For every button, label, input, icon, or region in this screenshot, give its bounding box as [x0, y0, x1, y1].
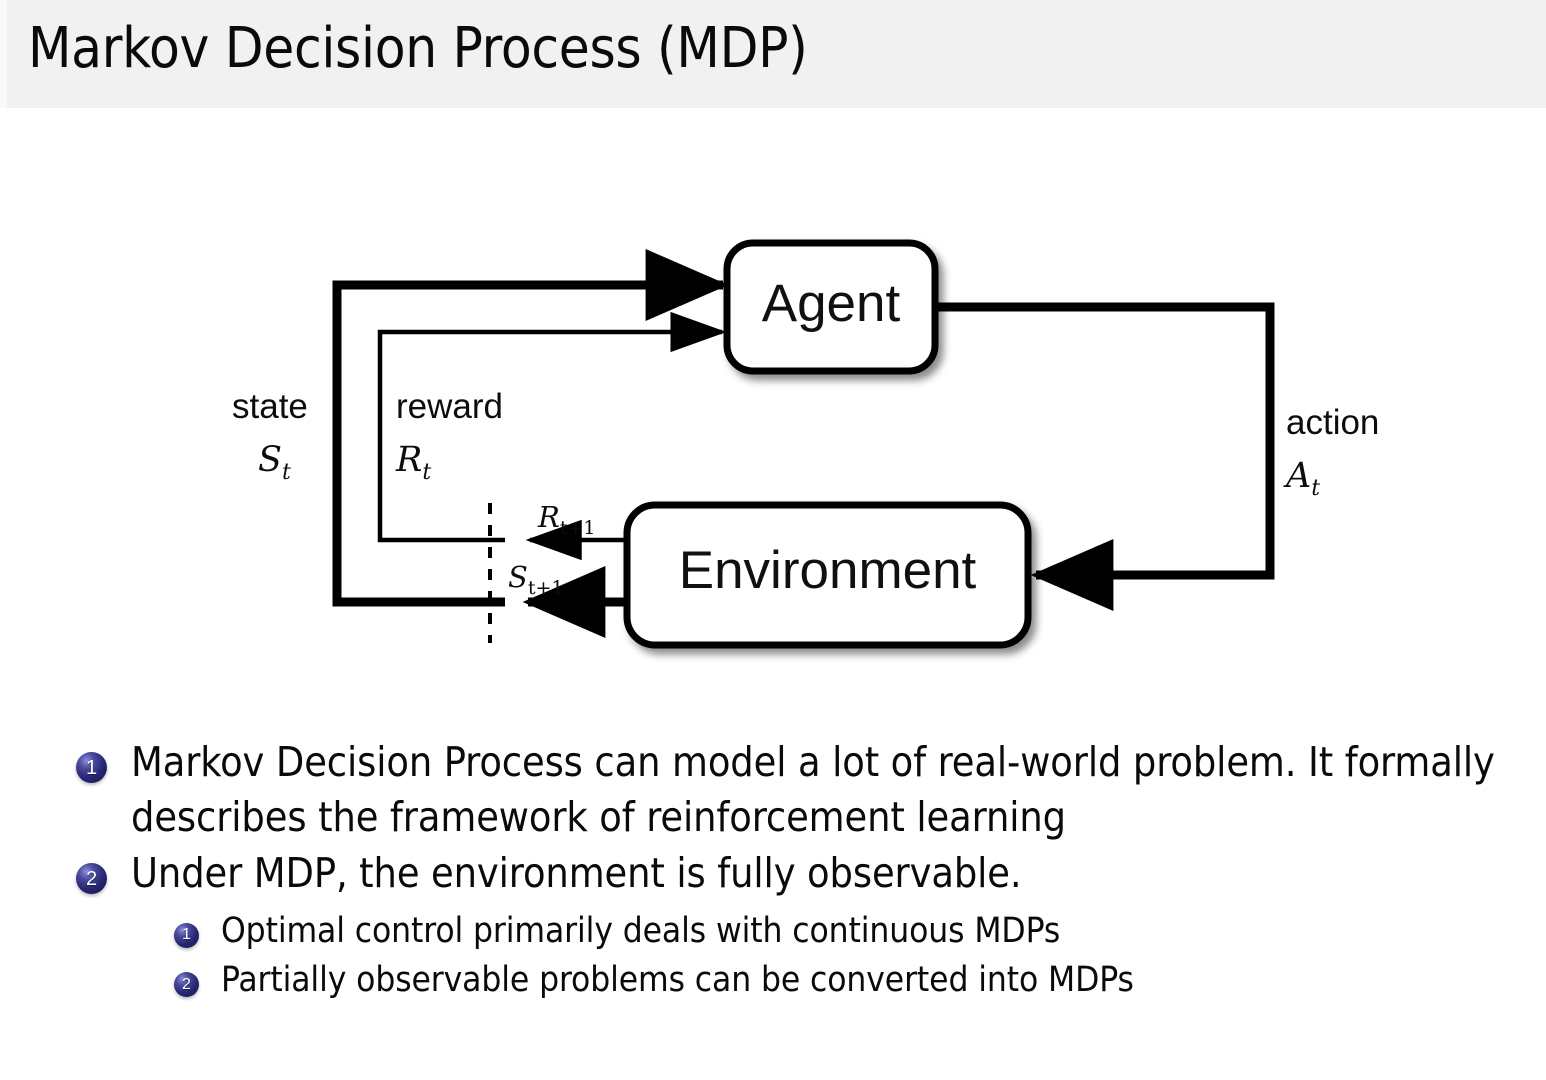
environment-box-label: Environment — [678, 541, 977, 600]
next-state-symbol-subscript: t+1 — [527, 576, 564, 599]
list-item: 1 Optimal control primarily deals with c… — [174, 909, 1546, 955]
bullet-text: Markov Decision Process can model a lot … — [131, 738, 1495, 841]
reward-label: reward — [396, 387, 503, 426]
agent-environment-diagram: Agent Environment state St reward Rt act… — [0, 108, 1546, 708]
sub-bullet-text: Optimal control primarily deals with con… — [221, 910, 1061, 951]
next-reward-symbol-letter: R — [538, 500, 560, 534]
reward-symbol-letter: R — [396, 440, 423, 480]
diagram-canvas — [332, 239, 1275, 649]
reward-symbol-subscript: t — [422, 460, 432, 485]
bullet-badge-2: 2 — [76, 863, 107, 895]
action-symbol-label: At — [1286, 456, 1320, 501]
state-symbol-label: St — [258, 440, 291, 485]
state-symbol-letter: S — [258, 440, 282, 480]
sub-bullet-badge-1: 1 — [174, 922, 199, 948]
agent-box-label: Agent — [761, 274, 901, 333]
action-symbol-subscript: t — [1311, 476, 1321, 501]
sub-bullet-text: Partially observable problems can be con… — [221, 960, 1134, 1001]
action-path — [935, 302, 1275, 611]
state-feedback-path — [332, 249, 729, 607]
environment-box-shape — [623, 501, 1032, 649]
sub-bullet-badge-2: 2 — [174, 972, 199, 998]
list-item: 2 Partially observable problems can be c… — [174, 958, 1546, 1004]
list-item: 2 Under MDP, the environment is fully ob… — [76, 846, 1546, 901]
next-state-symbol-label: St+1 — [508, 560, 564, 599]
list-item: 1 Markov Decision Process can model a lo… — [76, 735, 1546, 844]
next-state-symbol-letter: S — [508, 560, 528, 594]
reward-symbol-label: Rt — [396, 440, 431, 485]
next-reward-symbol-subscript: t+1 — [559, 516, 596, 539]
state-label: state — [232, 387, 308, 426]
reward-feedback-path — [377, 311, 727, 543]
next-reward-symbol-label: Rt+1 — [538, 500, 596, 539]
action-symbol-letter: A — [1286, 456, 1312, 496]
state-symbol-subscript: t — [281, 460, 291, 485]
slide-header: Markov Decision Process (MDP) — [0, 0, 1546, 108]
bullet-badge-1: 1 — [76, 752, 107, 783]
page-title: Markov Decision Process (MDP) — [28, 16, 808, 81]
bullet-list: 1 Markov Decision Process can model a lo… — [0, 735, 1546, 1004]
bullet-text: Under MDP, the environment is fully obse… — [131, 849, 1022, 898]
header-left-accent-strip — [0, 0, 7, 108]
action-label: action — [1286, 403, 1380, 442]
